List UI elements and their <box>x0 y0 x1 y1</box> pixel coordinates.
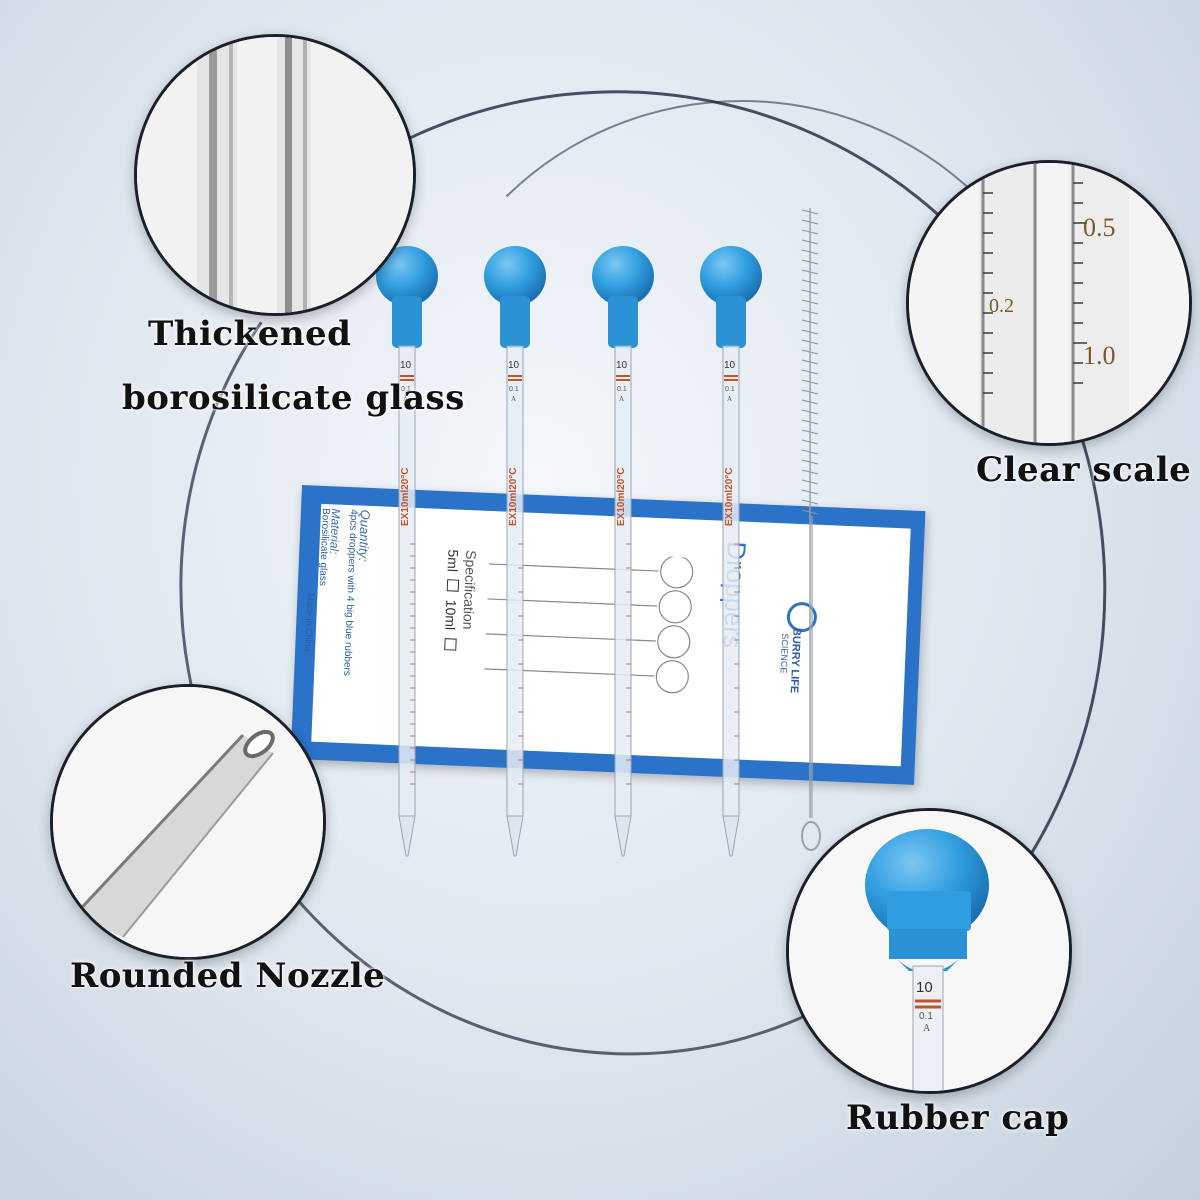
callout-scale-circle: 0.5 0.2 1.0 <box>906 160 1192 446</box>
cap-sub-number: 0.1 <box>919 1011 933 1022</box>
spec-10ml-label: 10ml <box>442 599 460 631</box>
pipette-spec-text: EX10ml20°C <box>616 467 627 526</box>
pipette-top-number: 10 <box>616 360 628 371</box>
pipette-sub-number: 0.1 <box>401 386 411 393</box>
pipette-class-letter: A <box>403 395 409 403</box>
box-spec-heading: Specification <box>460 549 480 630</box>
box-material-text: Borosilicate glass <box>316 507 332 587</box>
cap-class-letter: A <box>923 1023 931 1034</box>
cleaning-brush-icon <box>790 206 830 856</box>
box-brand-sub: SCIENCE <box>778 633 791 674</box>
spec-10ml-checkbox <box>444 637 457 651</box>
pipette-spec-text: EX10ml20°C <box>400 467 411 526</box>
pipette-sub-number: 0.1 <box>617 386 627 393</box>
pipette-3: 10 0.1 A EX10ml20°C <box>588 244 658 864</box>
label-clear-scale: Clear scale <box>976 450 1192 490</box>
spec-5ml-label: 5ml <box>444 549 462 573</box>
pipette-top-number: 10 <box>400 360 412 371</box>
pipette-class-letter: A <box>727 395 733 403</box>
label-rounded-nozzle: Rounded Nozzle <box>70 956 386 996</box>
spec-5ml-checkbox <box>446 579 460 593</box>
pipette-sub-number: 0.1 <box>509 386 519 393</box>
callout-glass-circle <box>134 34 416 316</box>
cap-top-number: 10 <box>916 979 933 996</box>
pipette-class-letter: A <box>619 395 625 403</box>
pipette-spec-text: EX10ml20°C <box>508 467 519 526</box>
box-quantity-text: 4pcs droppers with 4 big blue rubbers <box>341 509 360 677</box>
label-thickened-line1: Thickened <box>148 314 352 354</box>
box-origin: Made in China <box>303 593 316 652</box>
pipette-top-number: 10 <box>724 360 736 371</box>
scale-mark-02: 0.2 <box>989 295 1014 317</box>
pipette-class-letter: A <box>511 395 517 403</box>
callout-nozzle-circle <box>50 684 326 960</box>
label-rubber-cap: Rubber cap <box>846 1098 1070 1138</box>
small-arc <box>410 100 1074 744</box>
pipette-1: 10 0.1 A EX10ml20°C <box>372 244 442 864</box>
pipette-2: 10 0.1 A EX10ml20°C <box>480 244 550 864</box>
callout-rubber-cap-circle: 10 0.1 A <box>786 808 1072 1094</box>
pipette-spec-text: EX10ml20°C <box>724 467 735 526</box>
box-spec-options: 5ml 10ml <box>441 549 462 651</box>
pipette-4: 10 0.1 A EX10ml20°C <box>696 244 766 864</box>
pipette-top-number: 10 <box>508 360 520 371</box>
scale-mark-05: 0.5 <box>1083 213 1116 242</box>
pipette-sub-number: 0.1 <box>725 386 735 393</box>
label-thickened-line2: borosilicate glass <box>122 378 465 418</box>
scale-mark-10: 1.0 <box>1083 341 1116 370</box>
